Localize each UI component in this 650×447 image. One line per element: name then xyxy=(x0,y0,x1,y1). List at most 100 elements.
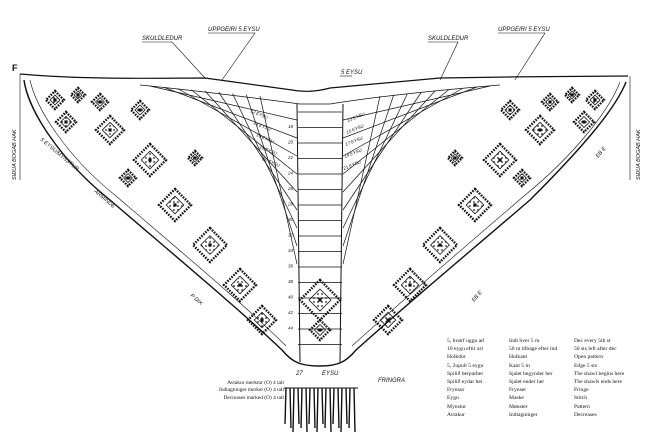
label-row-number: 42 xyxy=(288,310,294,315)
lace-diamond-left xyxy=(157,187,193,223)
legend-item: Indtagninger xyxy=(509,411,538,418)
label-leaders xyxy=(19,32,631,180)
lace-diamond-right xyxy=(584,89,606,111)
label-diag-left-3: P DIX xyxy=(189,293,204,307)
label-inner-left: 12 EYSU xyxy=(250,108,270,120)
yoke-line-left xyxy=(149,85,298,121)
yoke-line-right xyxy=(342,93,408,229)
decrease-note: Avtakur merktur (O) 4 talt Indtagninger … xyxy=(144,380,284,402)
lace-diamond-left xyxy=(186,149,204,167)
fringe-strand xyxy=(292,387,295,433)
fringe-strand xyxy=(297,387,300,425)
lace-diamond-left xyxy=(191,226,229,264)
label-inner-left: 16 EYSU xyxy=(256,132,276,144)
label-row-number: 38 xyxy=(288,279,294,284)
yoke-line-left xyxy=(218,92,298,211)
yoke-line-left xyxy=(191,89,298,175)
label-diag-right-1: EB E xyxy=(595,146,608,160)
label-shoulder-right: SKULDLEDUR xyxy=(428,36,469,42)
legend-item: Holkdur xyxy=(447,354,466,361)
fringe-strand xyxy=(337,387,340,429)
lace-diamond-right xyxy=(392,267,428,303)
yoke-lines xyxy=(149,85,491,265)
legend-faroese: 5, hvørf uggu arl 10 eygu eftir arl Holk… xyxy=(447,337,485,419)
fringe-strand xyxy=(321,387,324,425)
lace-diamond-right xyxy=(421,226,459,264)
note-line: Avtakur merktur (O) 4 talt xyxy=(227,380,284,386)
label-row-number: 28 xyxy=(287,202,294,207)
yoke-line-left xyxy=(177,88,298,157)
lace-diamond-right xyxy=(446,149,464,167)
label-inner-left: 20 EYSU xyxy=(261,156,282,168)
lace-motifs xyxy=(44,86,606,342)
label-corner-f: F xyxy=(12,63,18,73)
legend-english: Dec every 5th st 50 sts left after dec O… xyxy=(574,337,624,419)
lace-diamond-left xyxy=(69,86,87,104)
label-inner-right: 17 EYSU xyxy=(345,135,365,147)
label-center-word: EYSU xyxy=(322,371,339,377)
diagram-labels: F SKULDLEDUR UPPGEIRI 5 EYSU SKULDLEDUR … xyxy=(12,27,642,384)
fringe-strand xyxy=(300,387,303,429)
fringe-strand xyxy=(348,387,351,429)
lace-diamond-right xyxy=(540,92,560,112)
legend-item: 5, hvørf uggu arl xyxy=(447,338,485,344)
legend-item: Dec every 5th st xyxy=(574,338,611,344)
note-line: Indtagninger merket (O) 4 talt xyxy=(219,387,284,394)
label-center-num: 27 xyxy=(295,371,303,377)
lace-diamond-left xyxy=(246,304,278,336)
legend-item: Stitch xyxy=(574,395,588,402)
label-inner-left: 18 EYSU xyxy=(259,144,279,156)
label-inner-right: 13 EYSU xyxy=(347,111,367,123)
label-shoulder-left: SKULDLEDUR xyxy=(142,36,183,42)
label-arm-right: UPPGEIRI 5 EYSU xyxy=(498,27,550,33)
yoke-line-right xyxy=(342,88,463,157)
label-side-left: SIÐUA BOGAB HAK xyxy=(12,129,18,180)
legend-item: Pattern xyxy=(574,403,590,410)
lace-diamond-right xyxy=(512,168,532,188)
fringe-strand xyxy=(284,387,287,425)
yoke-line-left xyxy=(245,94,298,247)
fringe-strand xyxy=(329,387,332,433)
legend-item: The shawl begins here xyxy=(574,370,625,377)
label-inner-right: 19 EYSU xyxy=(344,147,364,159)
label-arm-left: UPPGEIRI 5 EYSU xyxy=(208,27,260,33)
label-row-number: 36 xyxy=(288,264,294,269)
center-panel xyxy=(296,103,344,363)
label-row-number: 30 xyxy=(288,217,294,222)
legend-item: Frynsur xyxy=(447,387,465,394)
lace-diamond-left xyxy=(222,267,258,303)
label-row-number: 26 xyxy=(287,186,294,191)
label-inner-left: 14 EYSU xyxy=(253,120,273,132)
lace-diamond-left xyxy=(44,89,66,111)
lace-diamond-left xyxy=(94,114,126,146)
legend-danish: Indt hver 5 m 50 m tilbage efter ind Hul… xyxy=(509,337,557,419)
legend-item: Indt hver 5 m xyxy=(509,338,540,344)
legend-item: Spilið berparber xyxy=(447,370,484,377)
label-inner-right: 15 EYSU xyxy=(346,123,366,135)
legend-item: Mynstur xyxy=(447,403,466,410)
fringe-strand xyxy=(340,387,343,433)
legend-item: The shawls ends here xyxy=(574,379,622,386)
yoke-line-right xyxy=(342,92,422,211)
label-row-number: 32 xyxy=(288,233,294,238)
legend-item: Open pattern xyxy=(574,354,604,361)
yoke-line-left xyxy=(163,86,298,139)
lace-diamond-right xyxy=(563,86,581,104)
label-row-number: 44 xyxy=(288,326,294,331)
label-fringe: FRINGRA xyxy=(378,378,405,384)
lace-diamond-right xyxy=(372,304,404,336)
legend-item: Sjalet ender her xyxy=(509,379,545,386)
legend-item: 50 sts left after dec xyxy=(574,346,617,353)
legend-item: 50 m tilbage efter ind xyxy=(509,346,558,353)
legend-item: Eygu xyxy=(447,395,459,402)
legend-item: 5, 2upult 5 eygu xyxy=(447,362,484,369)
yoke-line-right xyxy=(342,95,381,265)
lace-diamond-left xyxy=(132,142,168,178)
legend-item: Frynser xyxy=(509,387,527,394)
label-row-number: 24 xyxy=(287,171,294,176)
label-diag-right-2: EB E xyxy=(471,290,484,304)
yoke-line-left xyxy=(232,93,298,229)
fringe-strand xyxy=(316,387,319,433)
lace-diamond-right xyxy=(499,99,521,121)
